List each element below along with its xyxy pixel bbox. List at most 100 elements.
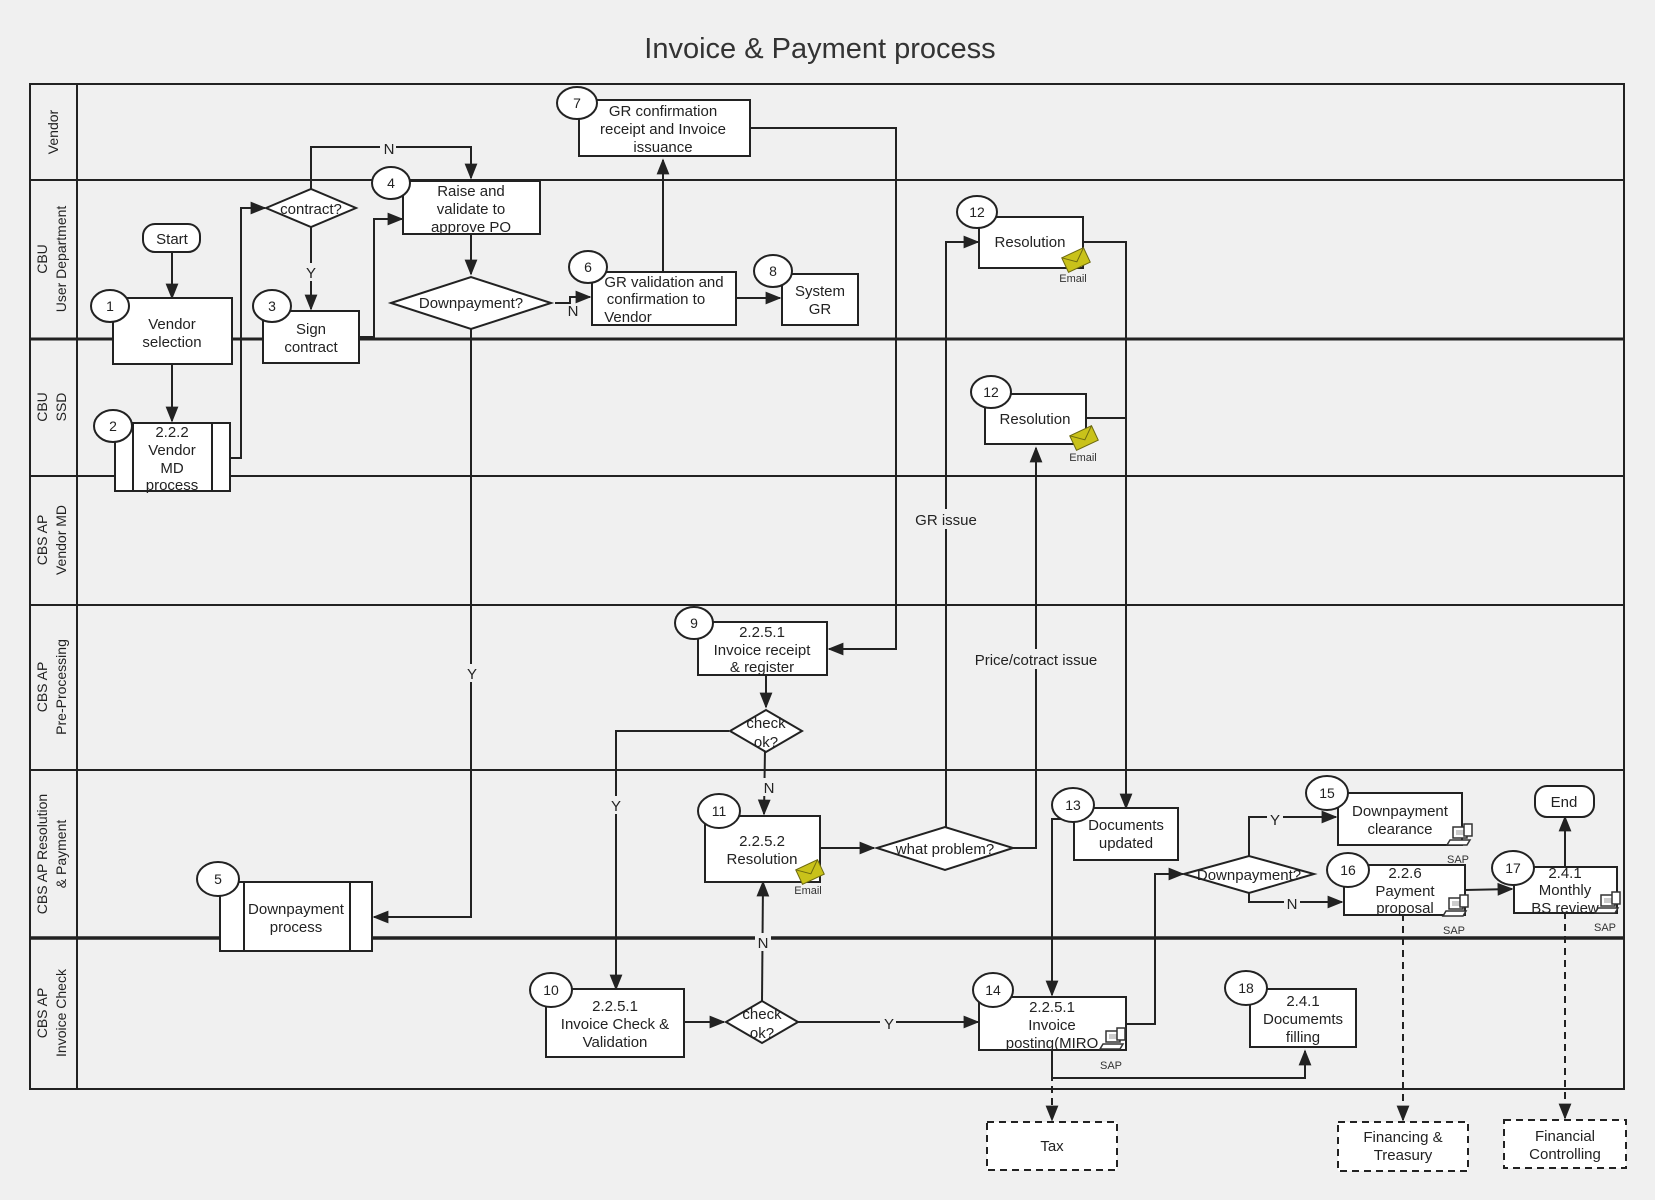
step-11-line-1: 2.2.5.2	[739, 833, 785, 850]
step-7-line-1: GR confirmation	[609, 103, 717, 120]
process-step-3: Sign contract 3	[252, 289, 360, 364]
process-step-11: 2.2.5.2 Resolution 11 Email	[697, 793, 825, 897]
step-17-line-1: 2.4.1	[1548, 865, 1581, 882]
external-tax: Tax	[986, 1121, 1118, 1171]
step-1-line-2: selection	[142, 334, 201, 351]
step-2-number: 2	[109, 418, 117, 434]
edge-label-check2-n: N	[758, 935, 769, 952]
edge-label-dp1-n: N	[568, 303, 579, 320]
step-18-line-1: 2.4.1	[1286, 993, 1319, 1010]
step-17-line-3: BS review	[1531, 900, 1599, 917]
external-ft-label-1: Financing &	[1363, 1129, 1442, 1146]
step-10-number: 10	[543, 982, 559, 998]
step-17-line-2: Monthly	[1539, 882, 1592, 899]
step-18-line-2: Documemts	[1263, 1011, 1343, 1028]
step-9-line-2: Invoice receipt	[714, 642, 812, 659]
decision-check-2-label-2: ok?	[750, 1025, 774, 1042]
step-10-line-3: Validation	[583, 1034, 648, 1051]
step-13-line-2: updated	[1099, 835, 1153, 852]
decision-what-problem-label: what problem?	[895, 841, 994, 858]
step-2-line-3: MD	[160, 460, 183, 477]
decision-check-2: check ok?	[724, 999, 800, 1045]
step-1-number: 1	[106, 298, 114, 314]
step-9-line-3: & register	[730, 659, 794, 676]
connectors	[165, 127, 1572, 1122]
step-4-line-2: validate to	[437, 201, 505, 218]
step-2-line-2: Vendor	[148, 442, 196, 459]
external-tax-label: Tax	[1040, 1138, 1064, 1155]
email-icon-label: Email	[794, 885, 822, 897]
step-13-line-1: Documents	[1088, 817, 1164, 834]
step-4-line-3: approve PO	[431, 219, 511, 236]
lane-ap-preprocessing-label: CBS AP	[34, 662, 50, 713]
step-12a-line-1: Resolution	[995, 234, 1066, 251]
step-11-line-2: Resolution	[727, 851, 798, 868]
edge-label-check1-y: Y	[611, 798, 621, 815]
external-fc-label-2: Controlling	[1529, 1146, 1601, 1163]
edge-label-dp1-y: Y	[467, 666, 477, 683]
decision-check-1-label: check	[746, 715, 786, 732]
step-18-number: 18	[1238, 980, 1254, 996]
decision-check-1-label-2: ok?	[754, 734, 778, 751]
start-label: Start	[156, 231, 189, 248]
step-15-number: 15	[1319, 785, 1335, 801]
lane-ap-preprocessing-label-2: Pre-Processing	[53, 639, 69, 735]
external-fc-label-1: Financial	[1535, 1128, 1595, 1145]
edge-label-check1-n: N	[764, 780, 775, 797]
process-step-10: 2.2.5.1 Invoice Check & Validation 10	[529, 972, 685, 1058]
lane-ap-invoice-check-label: CBS AP	[34, 988, 50, 1039]
lane-cbu-user-label: CBU	[34, 244, 50, 274]
step-3-line-2: contract	[284, 339, 338, 356]
step-18-line-3: filling	[1286, 1029, 1320, 1046]
process-step-16: 2.2.6 Payment proposal 16 SAP	[1326, 852, 1469, 937]
edge-label-dp2-y: Y	[1270, 812, 1280, 829]
email-icon-label: Email	[1069, 452, 1097, 464]
decision-downpayment-2: Downpayment?	[1180, 854, 1318, 895]
start-terminal: Start	[142, 223, 201, 253]
step-16-line-2: Payment	[1375, 883, 1435, 900]
step-8-number: 8	[769, 263, 777, 279]
process-step-17: 2.4.1 Monthly BS review 17 SAP	[1491, 850, 1621, 934]
step-15-line-1: Downpayment	[1352, 803, 1449, 820]
edge-label-check2-y: Y	[884, 1016, 894, 1033]
step-14-line-2: Invoice	[1028, 1017, 1076, 1034]
process-step-4: Raise and validate to approve PO 4	[371, 166, 541, 236]
process-step-7: GR confirmation receipt and Invoice issu…	[556, 86, 751, 157]
process-step-1: Vendor selection 1	[90, 289, 233, 365]
edge-labels: N Y N Y N Y N Y GR issue Price/cotract i…	[303, 139, 1300, 1033]
decision-contract-label: contract?	[280, 201, 342, 218]
process-step-2: 2.2.2 Vendor MD process 2	[93, 409, 231, 494]
lane-cbu-ssd-label-2: SSD	[53, 393, 69, 422]
external-financing-treasury: Financing & Treasury	[1337, 1121, 1469, 1172]
step-7-line-3: issuance	[633, 139, 692, 156]
step-12b-line-1: Resolution	[1000, 411, 1071, 428]
process-step-5: Downpayment process 5	[196, 861, 373, 952]
page-title: Invoice & Payment process	[644, 33, 995, 65]
step-14-number: 14	[985, 982, 1001, 998]
step-8-line-1: System	[795, 283, 845, 300]
edge-label-gr-issue: GR issue	[915, 512, 977, 529]
step-7-number: 7	[573, 95, 581, 111]
step-9-number: 9	[690, 615, 698, 631]
process-step-8: System GR 8	[753, 254, 859, 326]
decision-what-problem: what problem?	[873, 825, 1017, 872]
edge-label-dp2-n: N	[1287, 896, 1298, 913]
process-step-6: GR validation and confirmation to Vendor…	[568, 250, 737, 326]
step-3-number: 3	[268, 298, 276, 314]
lane-ap-resolution-label-2: & Payment	[53, 820, 69, 889]
end-label: End	[1551, 794, 1578, 811]
decision-check-2-label: check	[742, 1006, 782, 1023]
step-12a-number: 12	[969, 204, 985, 220]
step-5-line-2: process	[270, 919, 323, 936]
lane-cbu-ssd-label: CBU	[34, 392, 50, 422]
lane-ap-invoice-check-label-2: Invoice Check	[53, 968, 69, 1057]
step-6-number: 6	[584, 259, 592, 275]
step-5-line-1: Downpayment	[248, 901, 345, 918]
step-6-line-2: confirmation to	[607, 291, 705, 308]
process-step-12-ssd: Resolution 12 Email	[970, 375, 1099, 464]
lane-ap-resolution-label: CBS AP Resolution	[34, 794, 50, 914]
step-14-line-1: 2.2.5.1	[1029, 999, 1075, 1016]
step-12b-number: 12	[983, 384, 999, 400]
step-11-number: 11	[712, 803, 727, 819]
